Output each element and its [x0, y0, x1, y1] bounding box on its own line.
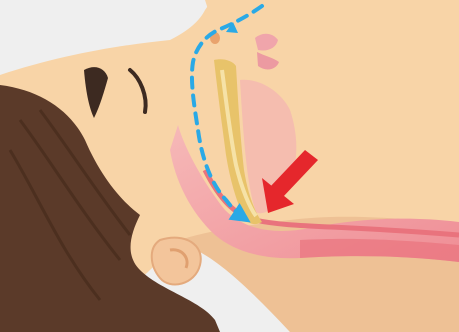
ear — [152, 238, 201, 285]
